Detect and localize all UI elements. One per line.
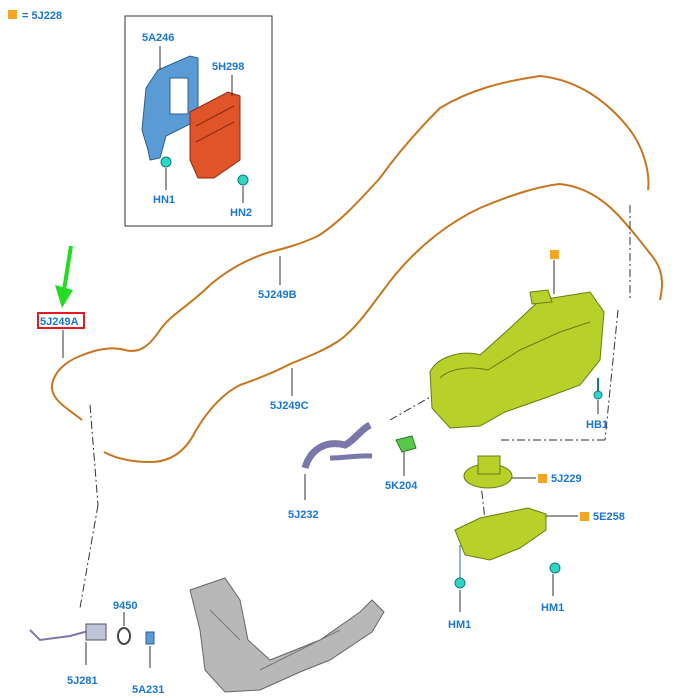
- inset-frame: [124, 15, 273, 227]
- callout-HM1-left[interactable]: HM1: [448, 619, 471, 631]
- callout-9450[interactable]: 9450: [113, 600, 137, 612]
- harness-5J249C[interactable]: [103, 182, 663, 464]
- callout-5J249C[interactable]: 5J249C: [270, 400, 309, 412]
- bracket-5A246[interactable]: [141, 55, 199, 161]
- hose-5J232[interactable]: [301, 421, 372, 470]
- square-marker-icon: [580, 512, 589, 521]
- callout-5A246[interactable]: 5A246: [142, 32, 174, 44]
- leader-lines: [79, 205, 631, 609]
- green-arrow-icon: [55, 245, 73, 308]
- tank-5J228[interactable]: [429, 289, 605, 429]
- callout-HN2[interactable]: HN2: [230, 207, 252, 219]
- callout-5J249B[interactable]: 5J249B: [258, 289, 297, 301]
- callout-HB1[interactable]: HB1: [586, 419, 608, 431]
- cap-5K204[interactable]: [395, 435, 417, 453]
- sensor-5J281[interactable]: [29, 623, 107, 642]
- callout-HM1-right[interactable]: HM1: [541, 602, 564, 614]
- callout-5J281[interactable]: 5J281: [67, 675, 98, 687]
- legend-square-marker-icon: [8, 10, 17, 19]
- callout-5J249A[interactable]: 5J249A: [40, 316, 79, 328]
- clip-HN1[interactable]: [160, 156, 172, 168]
- gasket-9450[interactable]: [117, 627, 131, 645]
- clip-5A231[interactable]: [145, 631, 155, 645]
- harness-5J249A[interactable]: [50, 74, 650, 421]
- callout-5A231[interactable]: 5A231: [132, 684, 164, 696]
- clip-HB1[interactable]: [593, 378, 603, 400]
- callout-5E258[interactable]: 5E258: [593, 511, 625, 523]
- legend-text: = 5J228: [22, 10, 62, 22]
- callout-HN1[interactable]: HN1: [153, 194, 175, 206]
- unit-5J229[interactable]: [463, 455, 513, 489]
- cover-5E258[interactable]: [454, 507, 547, 561]
- clip-HM1-left[interactable]: [454, 577, 466, 589]
- callout-5J229[interactable]: 5J229: [551, 473, 582, 485]
- exhaust-assembly[interactable]: [189, 577, 385, 693]
- clip-HN2[interactable]: [237, 174, 249, 186]
- square-marker-icon: [550, 250, 559, 259]
- highlight-box-5J249A: [37, 312, 85, 329]
- square-marker-icon: [538, 474, 547, 483]
- module-5H298[interactable]: [189, 91, 241, 179]
- callout-5J232[interactable]: 5J232: [288, 509, 319, 521]
- callout-5K204[interactable]: 5K204: [385, 480, 418, 492]
- callout-5H298[interactable]: 5H298: [212, 61, 244, 73]
- clip-HM1-right[interactable]: [549, 562, 561, 574]
